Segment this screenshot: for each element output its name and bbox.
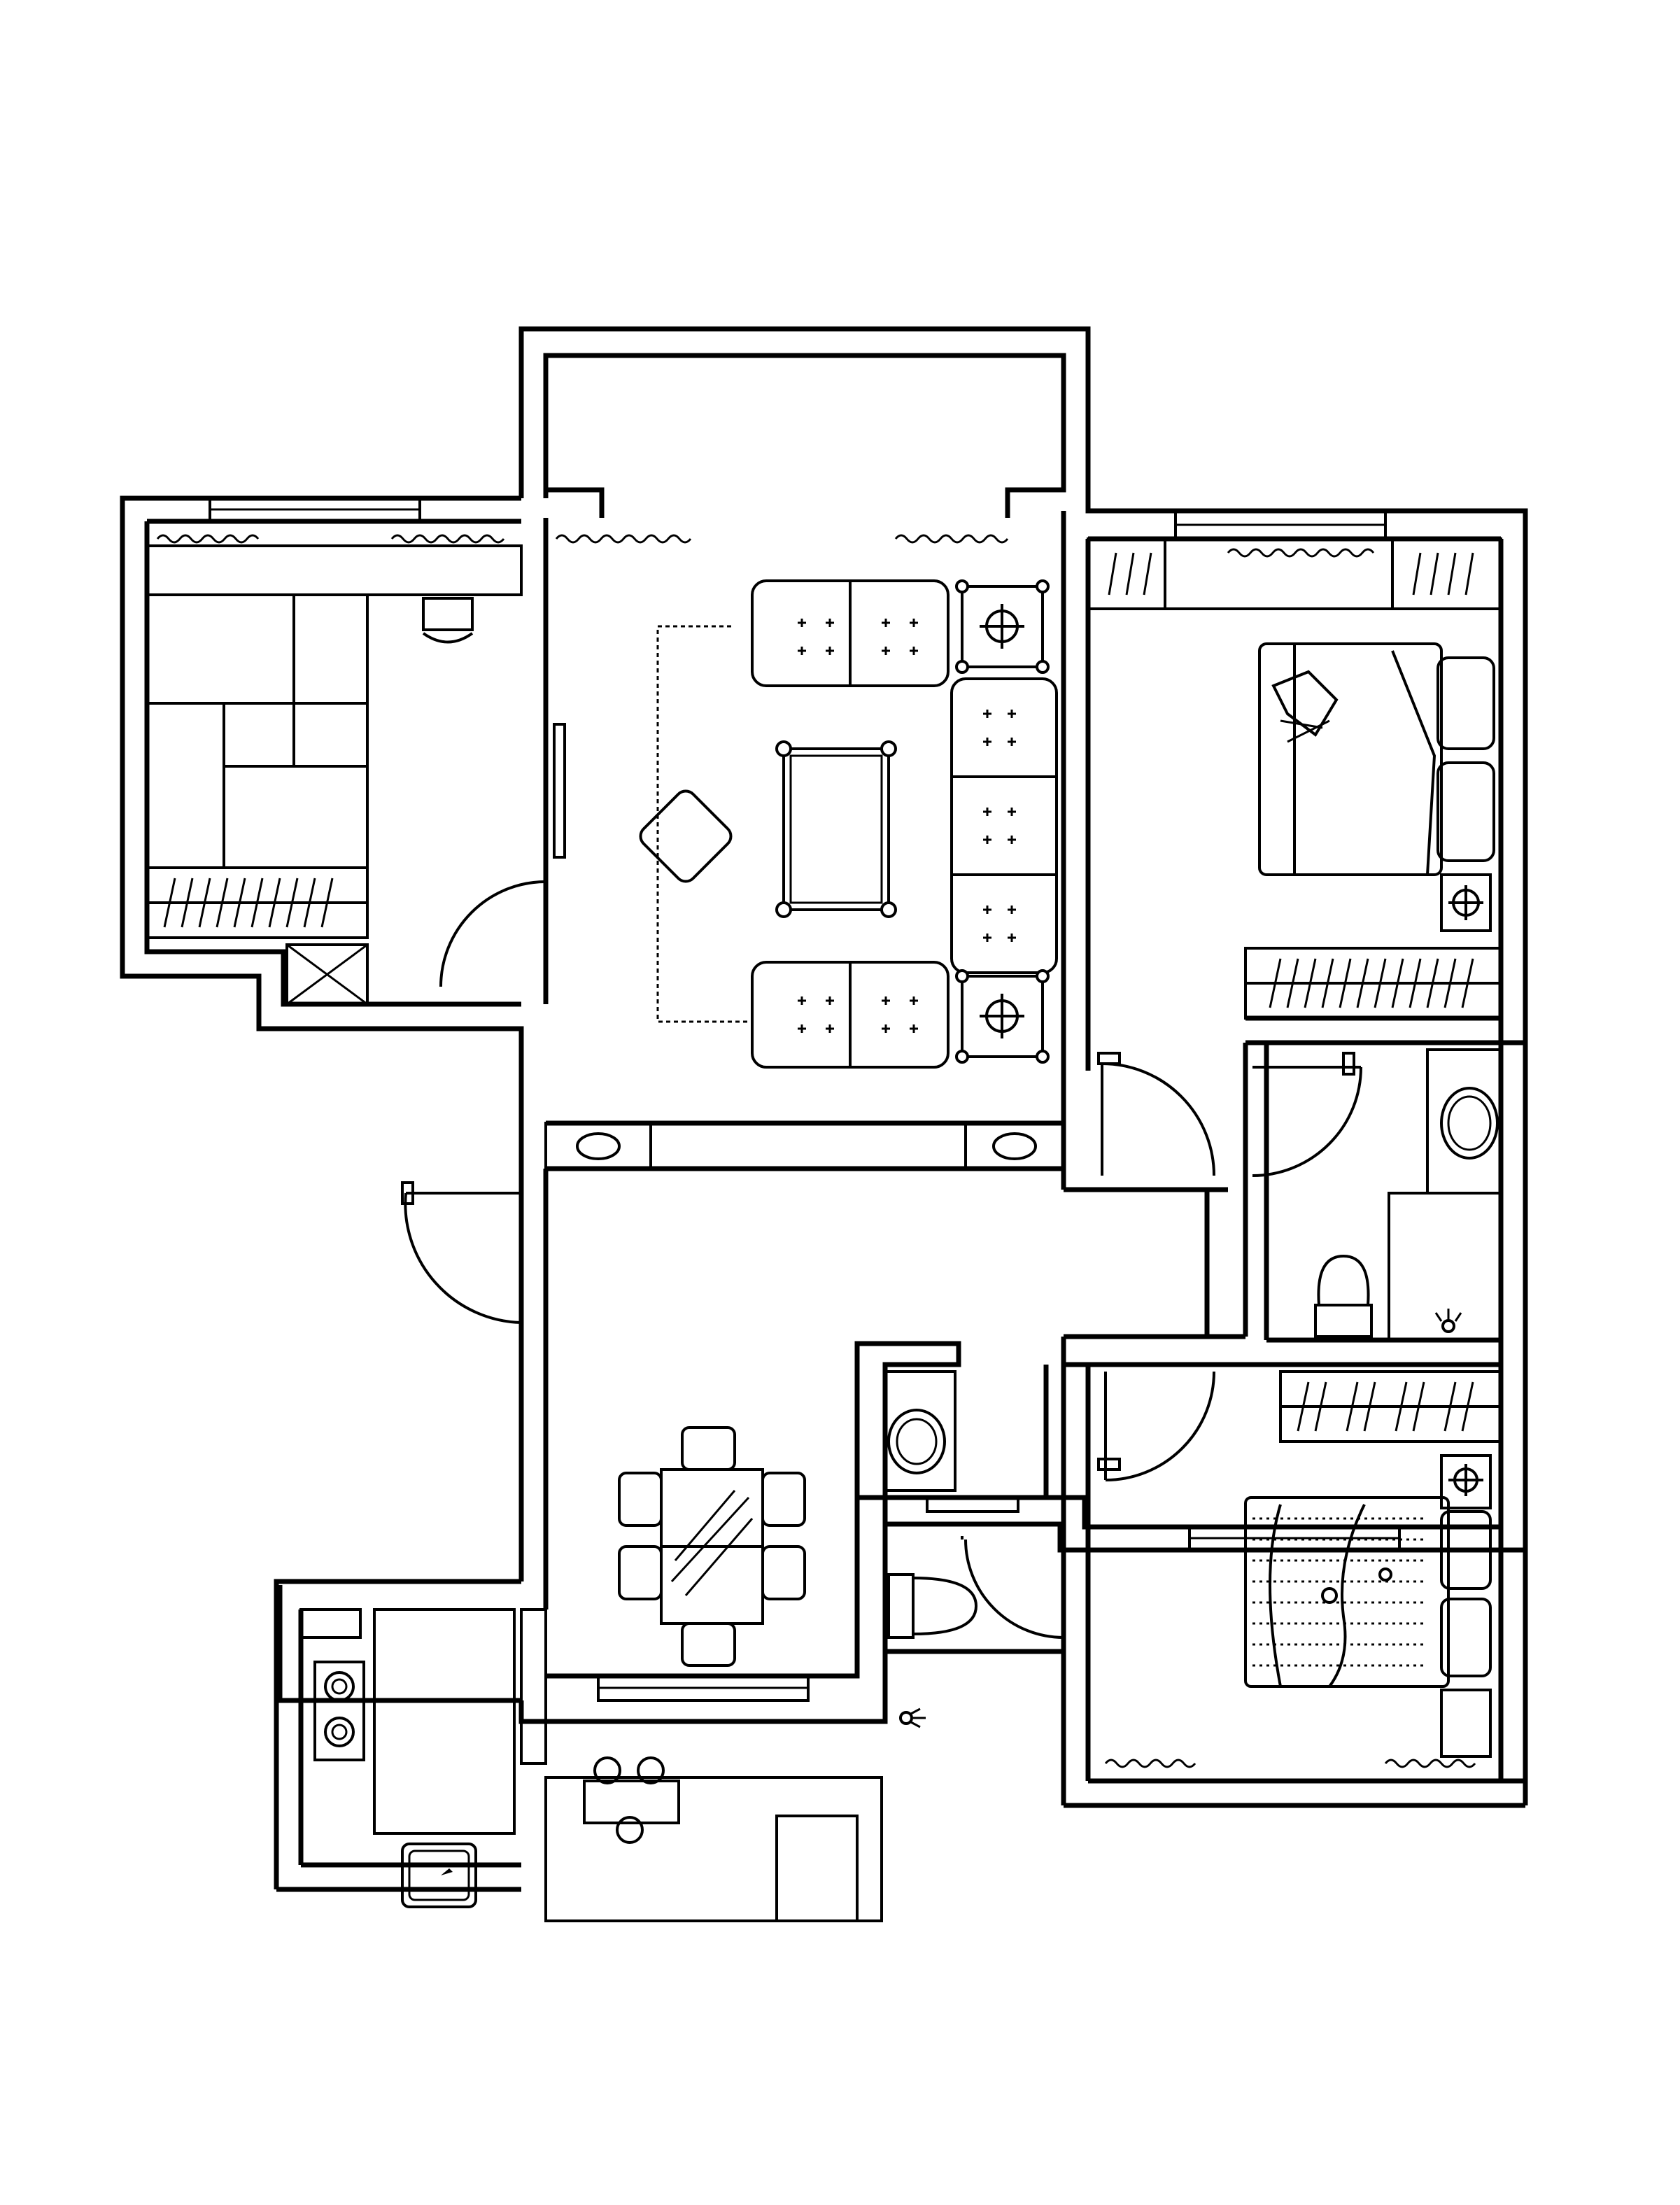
door-swing-icon	[1252, 1052, 1362, 1177]
window-icon	[926, 1496, 1019, 1513]
ensuite-bathroom	[1252, 1048, 1502, 1341]
desk	[146, 544, 523, 596]
shower-tray	[1388, 1192, 1502, 1341]
door-swing-icon	[1097, 1052, 1215, 1176]
door-swing-icon	[1097, 1371, 1215, 1481]
bathroom	[884, 1370, 1064, 1728]
cabinet-box	[285, 943, 369, 1006]
window-icon	[1174, 509, 1387, 540]
cabinet	[544, 1122, 652, 1170]
shower-icon	[1434, 1309, 1462, 1333]
coffee-table-icon	[775, 740, 897, 918]
bed-icon	[1258, 642, 1495, 876]
interior-walls	[518, 511, 1525, 1676]
sofa-icon	[751, 579, 1058, 1069]
chair-icon	[618, 1426, 806, 1667]
toilet-icon	[1314, 1254, 1373, 1338]
study	[146, 534, 566, 1006]
curtain-icon	[555, 534, 1009, 544]
toilet-icon	[887, 1573, 978, 1639]
kitchen	[274, 1581, 521, 1908]
plant-icon	[576, 1132, 1037, 1160]
side-table-lamp-icon	[1440, 1454, 1492, 1758]
door-swing-icon	[401, 1181, 522, 1324]
cabinet	[964, 1122, 1065, 1170]
dining-table-icon	[660, 1468, 764, 1625]
wardrobe-icon	[1279, 1370, 1502, 1443]
washing-machine-icon	[775, 1815, 859, 1922]
side-table-lamp-icon	[955, 969, 1050, 1064]
wardrobe-icon	[146, 866, 369, 939]
washbasin-icon	[1426, 1048, 1502, 1195]
side-table-lamp-icon	[1440, 873, 1492, 932]
small-table	[583, 1756, 680, 1844]
window-icon	[597, 1675, 810, 1702]
curtain-icon	[156, 534, 505, 544]
side-table-lamp-icon	[955, 579, 1050, 674]
counter-island	[373, 1608, 516, 1835]
window-icon	[520, 1608, 547, 1765]
curtain-icon	[1104, 1759, 1476, 1768]
desk-chair-icon	[422, 597, 474, 644]
living-room	[401, 534, 1065, 1324]
shower-icon	[899, 1707, 926, 1728]
door-swing-icon	[439, 880, 547, 987]
kitchen-sink-icon	[401, 1843, 477, 1908]
curtain-icon	[1227, 548, 1375, 558]
wardrobe-icon	[1244, 947, 1502, 1020]
wardrobe-icon	[1087, 537, 1502, 610]
bed-icon	[1244, 1496, 1492, 1688]
second-bedroom	[1061, 1337, 1528, 1808]
master-bedroom	[1087, 537, 1502, 1176]
dining-area	[544, 1426, 883, 1922]
window-icon	[209, 497, 421, 523]
counter-corner	[299, 1608, 362, 1639]
washbasin-icon	[884, 1370, 957, 1492]
storage-platform	[146, 593, 369, 869]
door-swing-icon	[961, 1536, 1064, 1639]
rug-icon	[639, 625, 749, 1023]
tv-panel	[553, 723, 566, 859]
stove-icon	[313, 1661, 365, 1761]
service-balcony	[544, 1776, 883, 1922]
